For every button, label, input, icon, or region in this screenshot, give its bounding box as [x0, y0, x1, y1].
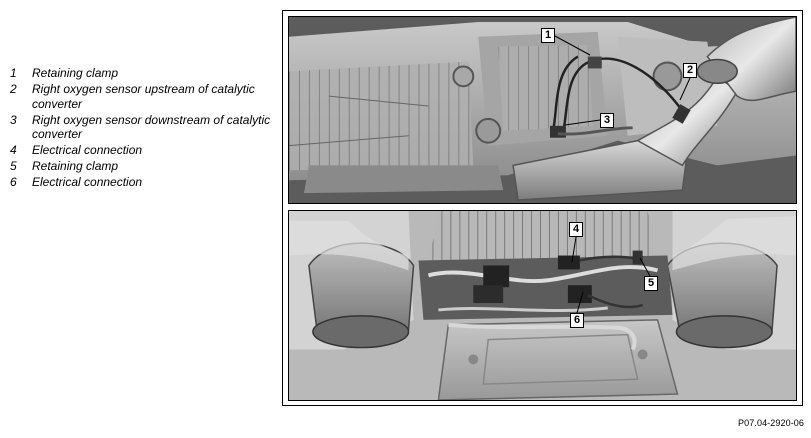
legend-number: 6 [10, 175, 17, 189]
legend-number: 3 [10, 112, 17, 127]
legend-number: 2 [10, 82, 17, 96]
legend-text: Electrical connection [32, 143, 143, 157]
legend-number: 5 [10, 159, 17, 173]
legend-text: Right oxygen sensor downstream of cataly… [32, 112, 271, 142]
callout-3: 3 [600, 113, 614, 128]
callout-4: 4 [569, 222, 583, 237]
legend-text: Right oxygen sensor upstream of catalyti… [32, 82, 255, 111]
legend-item: 3 Right oxygen sensor downstream of catal… [10, 113, 272, 142]
figure-panel-bottom [288, 210, 797, 401]
engine-illustration-bottom [289, 211, 796, 400]
legend-item: 4 Electrical connection [10, 143, 272, 158]
legend-item: 6 Electrical connection [10, 175, 272, 190]
figure-panel-top [288, 16, 797, 204]
legend-text: Electrical connection [32, 175, 143, 189]
figure-code: P07.04-2920-06 [738, 418, 804, 428]
legend-item: 2 Right oxygen sensor upstream of catalyt… [10, 82, 272, 111]
legend-number: 1 [10, 66, 17, 80]
engine-illustration-top [289, 17, 796, 203]
legend-text: Retaining clamp [32, 66, 119, 80]
callout-2: 2 [683, 63, 697, 78]
legend-item: 5 Retaining clamp [10, 159, 272, 174]
legend-number: 4 [10, 143, 17, 157]
callout-6: 6 [570, 313, 584, 328]
legend-item: 1 Retaining clamp [10, 66, 272, 81]
callout-1: 1 [541, 28, 555, 43]
callout-5: 5 [644, 276, 658, 291]
legend-text: Retaining clamp [32, 159, 119, 173]
